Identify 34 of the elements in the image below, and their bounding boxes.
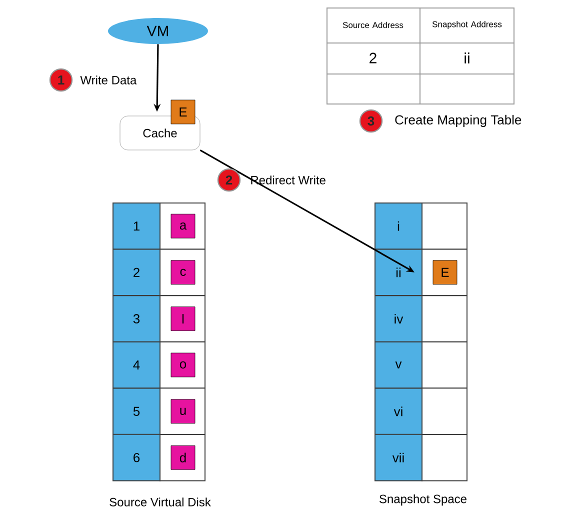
address-cell: iv [374,295,422,342]
address-cell: 3 [112,295,160,342]
callout-number: 2 [217,168,241,192]
address-cell: v [374,341,422,389]
table-header: Source Address [342,22,404,28]
caption: Source Virtual Disk [110,498,211,506]
address-cell: 6 [112,434,160,482]
cache-box: Cache [120,116,200,150]
callout-number: 1 [49,68,73,92]
address-cell: 5 [112,388,160,436]
address-cell: 1 [112,202,160,250]
data-block: o [170,352,196,378]
table-cell-text: ii [464,52,470,64]
address-cell: vii [374,434,422,482]
callout-number: 3 [359,109,383,133]
ellipse-node: VM [108,18,208,44]
data-block: c [170,260,196,285]
address-cell: vi [374,388,422,436]
data-block: E [170,100,196,124]
step-label: Create Mapping Table [395,114,522,128]
data-block: E [432,260,458,285]
data-block: d [170,445,196,470]
data-block: u [170,399,196,424]
address-cell: 2 [112,248,160,296]
table-cell-text: 2 [370,52,376,64]
address-cell: ii [374,248,422,296]
table-header: Snapshot Address [432,21,502,29]
edge-label: Write Data [80,76,137,84]
data-block: a [170,214,196,238]
edge-label: Redirect Write [251,176,326,184]
caption: Snapshot Space [380,494,466,506]
address-cell: i [374,202,422,250]
data-block: l [170,306,196,331]
address-cell: 4 [112,341,160,389]
